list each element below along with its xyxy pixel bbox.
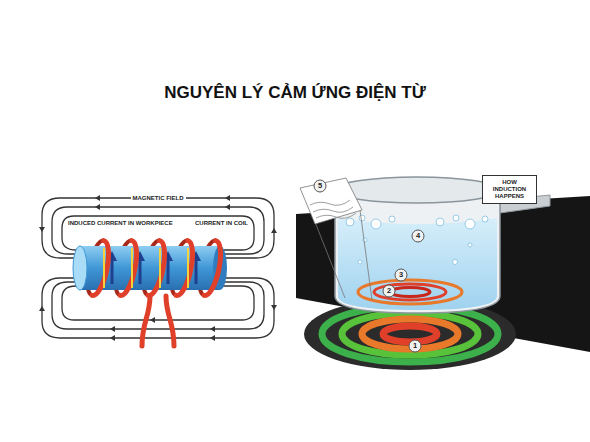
drawing-part [210, 335, 215, 341]
drawing-part [111, 258, 114, 284]
callout-number: 3 [394, 268, 408, 282]
drawing-part [360, 210, 372, 300]
drawing-part [110, 335, 115, 341]
part-label: CURRENT IN COIL [193, 220, 250, 227]
drawing-part [210, 326, 215, 332]
drawing-part [39, 306, 45, 311]
drawing-part [159, 248, 161, 288]
part-label: MAGNETIC FIELD [131, 195, 186, 202]
node-text: HOW INDUCTION HAPPENS [486, 179, 533, 200]
drawing-part [166, 296, 174, 346]
drawing-part [358, 260, 362, 264]
drawing-part [73, 246, 87, 290]
drawing-part [167, 258, 170, 284]
callout-number: 2 [382, 284, 396, 298]
magnified-inset [300, 178, 372, 300]
drawing-part [150, 317, 155, 323]
drawing-part [390, 288, 430, 297]
drawing-part [453, 215, 459, 221]
drawing-part [271, 305, 277, 310]
drawing-part [95, 204, 100, 210]
water [338, 218, 497, 310]
drawing-part [315, 222, 345, 298]
callout-number: 5 [313, 179, 327, 193]
drawing-part [39, 227, 45, 232]
drawing-part [436, 218, 444, 226]
drawing-part [148, 241, 168, 298]
drawing-part [359, 215, 365, 221]
drawing-part [225, 204, 230, 210]
drawing-part [271, 228, 277, 233]
coil-front [92, 241, 224, 346]
drawing-part [383, 326, 437, 342]
drawing-part [142, 296, 150, 346]
drawing-part [465, 219, 475, 229]
pot-rim [334, 177, 500, 203]
pot-induced-rings [358, 280, 462, 304]
callout-circle [314, 180, 326, 192]
workpiece [73, 246, 227, 290]
drawing-part [62, 216, 254, 250]
drawing-part [120, 241, 140, 298]
drawing-part [139, 258, 142, 284]
callout-circle [412, 230, 424, 242]
callout-number: 1 [408, 339, 422, 353]
node-text: 4 [416, 232, 420, 240]
drawing-part [482, 216, 488, 222]
drawing-part [95, 195, 100, 201]
drawing-part [453, 260, 458, 265]
drawing-part [371, 219, 381, 229]
title: NGUYÊN LÝ CẢM ỨNG ĐIỆN TỪ [0, 83, 590, 103]
drawing-part [310, 200, 350, 205]
drawing-part [358, 280, 462, 304]
drawing-part [346, 218, 354, 226]
drawing-part [316, 213, 356, 218]
drawing-part [468, 243, 472, 247]
drawing-part [374, 284, 446, 300]
node-text: 2 [387, 287, 391, 295]
drawing-part [313, 207, 353, 212]
drawing-part [110, 326, 115, 332]
field-lines [42, 198, 274, 338]
node-text: 1 [413, 342, 417, 350]
coil-highlights [104, 248, 188, 288]
drawing-part [195, 258, 198, 284]
drawing-part [322, 306, 498, 362]
callout-number: 4 [411, 229, 425, 243]
node-text: 5 [318, 182, 322, 190]
cooktop-coil [322, 306, 498, 362]
drawing-part [131, 248, 133, 288]
info-box: HOW INDUCTION HAPPENS [482, 175, 537, 204]
callout-circle [383, 285, 395, 297]
drawing-part [176, 241, 196, 298]
drawing-part [92, 241, 112, 298]
node-text: 3 [399, 271, 403, 279]
part-label: INDUCED CURRENT IN WORKPIECE [66, 220, 175, 227]
callout-circle [395, 269, 407, 281]
drawing-part [342, 313, 478, 355]
bubbles [346, 215, 488, 265]
drawing-part [389, 216, 395, 222]
drawing-part [300, 178, 362, 224]
drawing-part [187, 248, 189, 288]
drawing-part [62, 286, 254, 320]
drawing-part [225, 195, 230, 201]
field-arrows [39, 195, 277, 341]
drawing-part [204, 241, 224, 298]
callout-circle [409, 340, 421, 352]
drawing-part [103, 248, 105, 288]
